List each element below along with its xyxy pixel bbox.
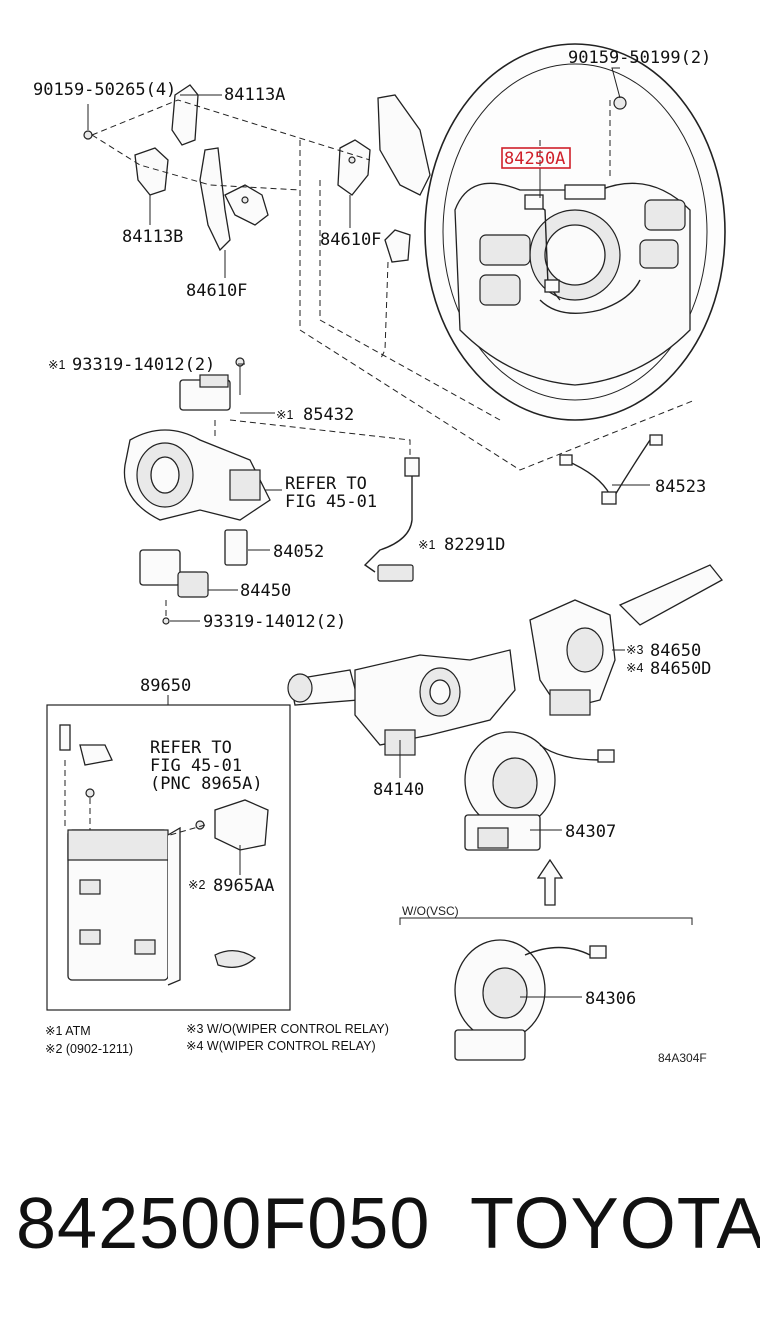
callout-85432: 85432 (303, 405, 354, 425)
switch-dash (214, 419, 411, 460)
wire-harness-drawing (559, 434, 663, 505)
paddle-switch-drawing (83, 84, 431, 252)
mark-1-82291d: ※1 (418, 538, 435, 552)
callout-84140: 84140 (373, 780, 424, 800)
wiper-switch-drawing (529, 564, 723, 716)
brand-name: TOYOTA (470, 1184, 760, 1264)
callout-84052: 84052 (273, 542, 324, 562)
callout-8965aa: 8965AA (213, 876, 274, 896)
box-refer-to-3: (PNC 8965A) (150, 774, 263, 794)
leader-lines (87, 94, 650, 998)
mark-3: ※3 (626, 643, 643, 657)
callout-84610f-left: 84610F (186, 281, 247, 301)
bracket-dash (91, 99, 371, 161)
steering-column-drawing (379, 229, 411, 361)
callout-84113b: 84113B (122, 227, 183, 247)
legend-note-2: ※2 (0902-1211) (45, 1042, 133, 1056)
callout-84450: 84450 (240, 581, 291, 601)
vsc-bracket-line (399, 917, 693, 925)
callout-84650: 84650 (650, 641, 701, 661)
box-refer-to-1: REFER TO (150, 738, 232, 758)
callout-84306: 84306 (585, 989, 636, 1009)
wheel-frame-dash (299, 140, 696, 471)
mark-4: ※4 (626, 661, 643, 675)
callout-93319-14012-bot: 93319-14012(2) (203, 612, 346, 632)
callout-refer-to-1: REFER TO (285, 474, 367, 494)
mark-1-top: ※1 (48, 358, 65, 372)
bracket-dash-2 (91, 134, 301, 191)
callout-84250a-highlighted: 84250A (504, 149, 565, 169)
callout-84307: 84307 (565, 822, 616, 842)
turn-signal-switch-drawing (123, 357, 271, 625)
callout-84113a: 84113A (224, 85, 285, 105)
mark-2: ※2 (188, 878, 205, 892)
callout-84610f-mid: 84610F (320, 230, 381, 250)
clock-spring-alt-drawing (454, 939, 607, 1061)
wheel-frame-dash-2 (319, 180, 501, 421)
clock-spring-drawing (464, 731, 615, 851)
ecu-dash (64, 760, 206, 836)
callout-89650: 89650 (140, 676, 191, 696)
highlight-box (501, 147, 571, 169)
figure-code: 84A304F (658, 1051, 707, 1065)
legend-note-1: ※1 ATM (45, 1024, 91, 1038)
legend-note-3: ※3 W/O(WIPER CONTROL RELAY) (186, 1022, 389, 1036)
light-switch-drawing (287, 649, 516, 756)
legend-note-4: ※4 W(WIPER CONTROL RELAY) (186, 1039, 376, 1053)
callout-82291d: 82291D (444, 535, 505, 555)
callout-84523: 84523 (655, 477, 706, 497)
box-refer-to-2: FIG 45-01 (150, 756, 242, 776)
mark-1-85432: ※1 (276, 408, 293, 422)
callout-90159-50265: 90159-50265(4) (33, 80, 176, 100)
callout-93319-14012-top: 93319-14012(2) (72, 355, 215, 375)
callout-84650d: 84650D (650, 659, 711, 679)
arrow-up-icon (536, 858, 564, 906)
callout-90159-50199: 90159-50199(2) (568, 48, 711, 68)
part-number: 842500F050 (16, 1184, 431, 1264)
cable-drawing (363, 457, 420, 582)
screw-icon (613, 96, 627, 110)
steering-wheel-drawing (424, 43, 726, 421)
callout-wo-vsc: W/O(VSC) (402, 904, 459, 918)
ecu-drawing (59, 724, 269, 986)
callout-refer-to-2: FIG 45-01 (285, 492, 377, 512)
